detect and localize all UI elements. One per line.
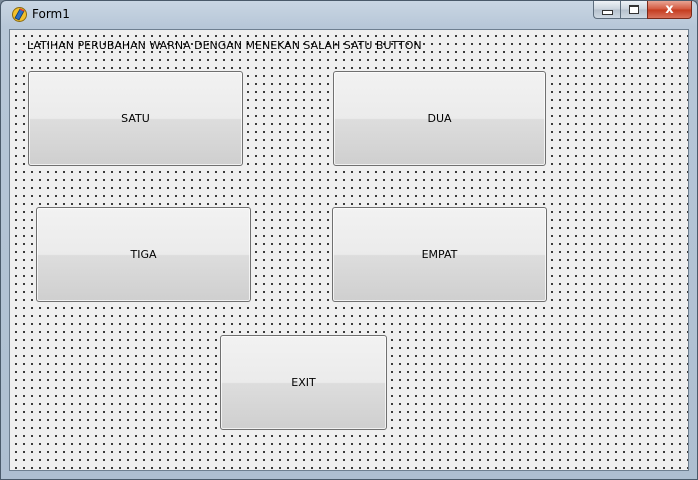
exit-button-label: EXIT <box>291 376 316 389</box>
empat-button[interactable]: EMPAT <box>332 207 547 302</box>
instruction-label: LATIHAN PERUBAHAN WARNA DENGAN MENEKAN S… <box>27 39 422 52</box>
empat-button-label: EMPAT <box>421 248 458 261</box>
dua-button-label: DUA <box>427 112 452 125</box>
close-icon: x <box>665 2 674 17</box>
maximize-icon <box>629 5 639 14</box>
tiga-button[interactable]: TIGA <box>36 207 251 302</box>
app-icon <box>12 7 27 22</box>
dua-button[interactable]: DUA <box>333 71 546 166</box>
minimize-button[interactable] <box>593 1 620 19</box>
minimize-icon <box>601 10 613 15</box>
exit-button[interactable]: EXIT <box>220 335 387 430</box>
satu-button-label: SATU <box>121 112 150 125</box>
window-title: Form1 <box>32 7 70 21</box>
satu-button[interactable]: SATU <box>28 71 243 166</box>
tiga-button-label: TIGA <box>130 248 157 261</box>
title-bar[interactable]: Form1 x <box>1 1 697 29</box>
maximize-button[interactable] <box>620 1 647 19</box>
caption-buttons: x <box>593 1 692 20</box>
form-client-area: LATIHAN PERUBAHAN WARNA DENGAN MENEKAN S… <box>9 29 689 471</box>
close-button[interactable]: x <box>647 1 692 19</box>
